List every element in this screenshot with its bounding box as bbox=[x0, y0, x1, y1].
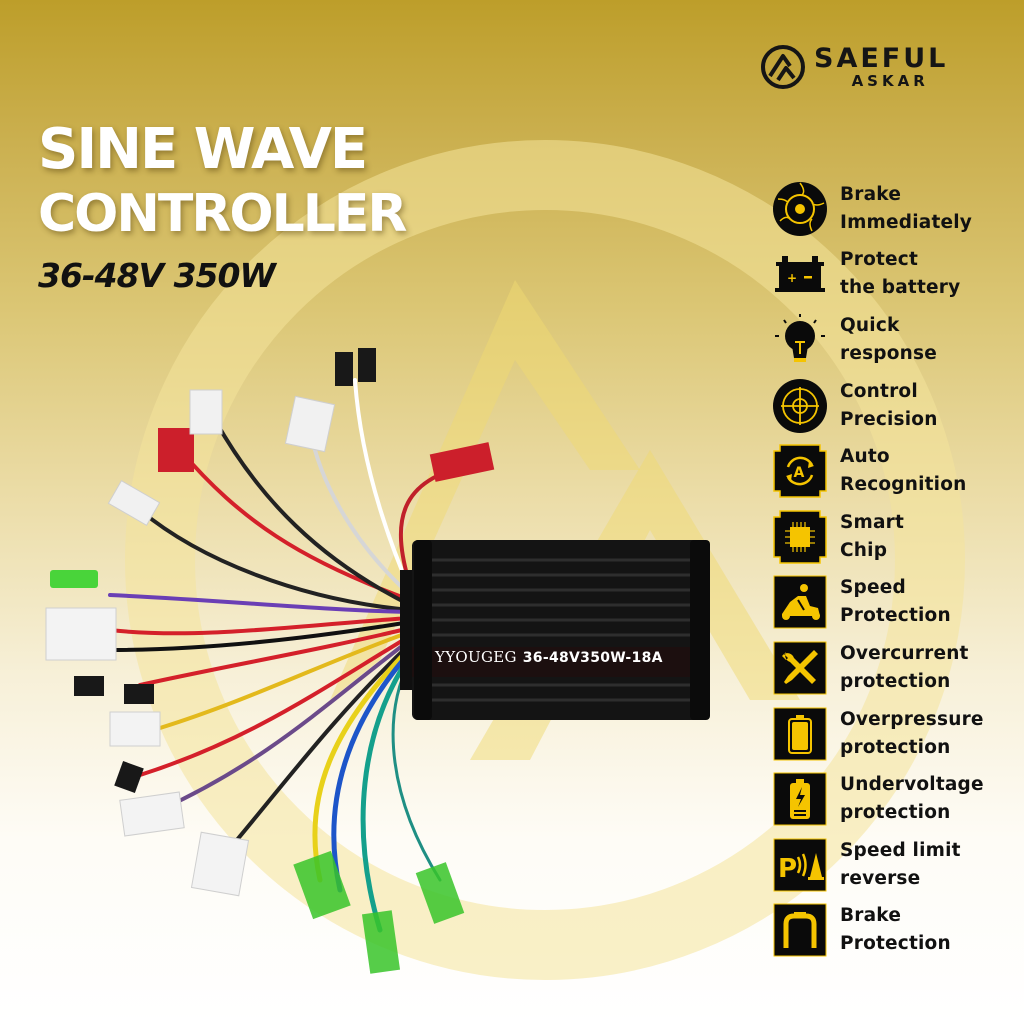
wrench-screwdriver-icon bbox=[772, 640, 828, 696]
controller-brand: YYOUGEG bbox=[435, 648, 517, 666]
feature-label-line2: Protection bbox=[840, 933, 951, 955]
feature-label-line1: Auto bbox=[840, 446, 890, 468]
auto-mode-icon: A bbox=[772, 443, 828, 499]
svg-text:P: P bbox=[778, 854, 797, 884]
svg-text:A: A bbox=[794, 465, 805, 481]
feature-label-line2: response bbox=[840, 342, 937, 364]
battery-full-icon bbox=[772, 706, 828, 762]
battery-charge-icon bbox=[772, 771, 828, 827]
feature-label-line1: Protect bbox=[840, 249, 918, 271]
svg-text:+: + bbox=[787, 271, 797, 285]
feature-label-line2: protection bbox=[840, 670, 951, 692]
controller-body bbox=[400, 540, 710, 720]
car-battery-icon: + bbox=[772, 246, 828, 302]
crosshair-icon bbox=[772, 378, 828, 434]
product-spec-subtitle: 36-48V 350W bbox=[38, 256, 276, 295]
brake-warning-icon bbox=[772, 902, 828, 958]
title-line-2: CONTROLLER bbox=[38, 184, 407, 244]
feature-label-line1: Undervoltage bbox=[840, 774, 984, 796]
feature-label-line1: Brake bbox=[840, 183, 902, 205]
feature-label-line1: Quick bbox=[840, 314, 900, 336]
feature-item: Overcurrent protection bbox=[772, 635, 1012, 701]
feature-item: Quick response bbox=[772, 307, 1012, 373]
feature-label-line2: Immediately bbox=[840, 211, 973, 233]
feature-label-line1: Speed limit bbox=[840, 839, 961, 861]
feature-label-line2: protection bbox=[840, 802, 951, 824]
feature-label-line2: Precision bbox=[840, 408, 938, 430]
lightbulb-icon bbox=[772, 312, 828, 368]
feature-label-line1: Brake bbox=[840, 905, 902, 927]
feature-label-line1: Control bbox=[840, 380, 918, 402]
feature-item: + Protect the battery bbox=[772, 242, 1012, 308]
rider-icon bbox=[772, 574, 828, 630]
controller-wiring-harness bbox=[45, 348, 495, 974]
feature-label-line1: Overcurrent bbox=[840, 642, 969, 664]
feature-label-line2: Protection bbox=[840, 605, 951, 627]
controller-spec: 36-48V350W-18A bbox=[522, 650, 663, 666]
feature-item: Undervoltage protection bbox=[772, 766, 1012, 832]
title-line-1: SINE WAVE bbox=[38, 117, 368, 182]
chip-icon bbox=[772, 509, 828, 565]
brake-disc-icon bbox=[772, 181, 828, 237]
feature-item: P Speed limit reverse bbox=[772, 832, 1012, 898]
controller-model-label: YYOUGEG 36-48V350W-18A bbox=[435, 648, 663, 666]
feature-label-line2: protection bbox=[840, 736, 951, 758]
feature-label-line1: Smart bbox=[840, 511, 905, 533]
feature-item: Overpressure protection bbox=[772, 701, 1012, 767]
product-title: SINE WAVE CONTROLLER 36-48V 350W bbox=[38, 117, 407, 296]
saeful-askar-logo-icon bbox=[761, 45, 805, 89]
feature-label-line2: Recognition bbox=[840, 474, 967, 496]
connector-red bbox=[158, 428, 194, 472]
brand-logo: SAEFUL ASKAR bbox=[760, 44, 948, 90]
feature-label-line2: the battery bbox=[840, 277, 961, 299]
parking-sensor-icon: P bbox=[772, 837, 828, 893]
brand-subname: ASKAR bbox=[851, 72, 929, 90]
feature-label-line2: reverse bbox=[840, 867, 921, 889]
brand-name: SAEFUL bbox=[814, 43, 949, 74]
feature-label-line1: Overpressure bbox=[840, 708, 984, 730]
feature-label-line1: Speed bbox=[840, 577, 906, 599]
feature-label-line2: Chip bbox=[840, 539, 888, 561]
